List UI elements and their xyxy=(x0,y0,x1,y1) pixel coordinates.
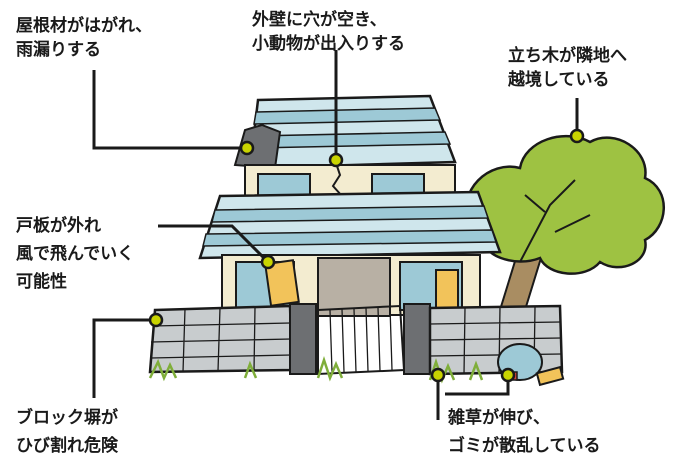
tree-trunk-branches xyxy=(519,179,591,263)
block-wall-left-joints xyxy=(150,306,292,373)
block-dot xyxy=(148,312,164,328)
broken-gate-bars xyxy=(329,306,393,373)
door-leader xyxy=(158,224,270,264)
label-roof: 屋根材がはがれ、 雨漏りする xyxy=(16,14,152,62)
lower-roof xyxy=(198,190,502,260)
door-dot xyxy=(260,254,276,270)
roof-leader xyxy=(92,70,247,150)
label-door: 戸板が外れ 風で飛んでいく 可能性 xyxy=(16,212,134,296)
weeds-dot-2 xyxy=(500,367,516,383)
wall-crack xyxy=(331,159,343,197)
roof-dot xyxy=(239,140,255,156)
label-wall-line-1: 外壁に穴が空き、 xyxy=(252,10,387,30)
label-roof-line-1: 屋根材がはがれ、 xyxy=(16,16,153,36)
upper-window-left xyxy=(257,173,311,197)
label-weeds-line-1: 雑草が伸び、 xyxy=(448,408,550,428)
tree xyxy=(465,134,665,311)
upper-roof xyxy=(233,94,457,170)
weeds-dot-1 xyxy=(430,367,446,383)
label-weeds-line-2: ゴミが散乱している xyxy=(448,436,601,456)
lower-roof-stripes xyxy=(202,205,498,247)
label-door-line-2: 風で飛んでいく xyxy=(16,244,135,264)
gate-post-left xyxy=(289,303,317,375)
loose-door-panel xyxy=(264,259,300,307)
label-door-line-3: 可能性 xyxy=(16,272,67,292)
label-roof-line-2: 雨漏りする xyxy=(16,40,101,60)
tree-dot xyxy=(569,128,585,144)
wall-dot xyxy=(328,152,344,168)
ground-floor xyxy=(221,254,481,317)
leader-dots xyxy=(148,128,585,383)
label-block: ブロック塀が ひび割れ危険 xyxy=(16,404,118,460)
block-leader xyxy=(92,318,156,398)
label-wall-line-2: 小動物が出入りする xyxy=(252,34,405,54)
label-tree-line-2: 越境している xyxy=(508,70,610,90)
side-panel xyxy=(435,269,459,311)
lower-roof-shape xyxy=(198,190,502,260)
gate-post-right xyxy=(403,303,431,375)
weeds-leader-2 xyxy=(445,375,510,396)
block-wall-right-joints xyxy=(429,306,562,375)
label-block-line-2: ひび割れ危険 xyxy=(16,436,118,456)
label-door-line-1: 戸板が外れ xyxy=(16,216,101,236)
label-tree: 立ち木が隣地へ 越境している xyxy=(508,44,627,92)
label-wall: 外壁に穴が空き、 小動物が出入りする xyxy=(252,8,405,56)
tree-canopy xyxy=(465,134,665,275)
label-weeds: 雑草が伸び、 ゴミが散乱している xyxy=(448,404,601,460)
trash-can xyxy=(535,365,565,387)
label-tree-line-1: 立ち木が隣地へ xyxy=(508,46,627,66)
weeds xyxy=(148,356,484,384)
label-block-line-1: ブロック塀が xyxy=(16,408,118,428)
